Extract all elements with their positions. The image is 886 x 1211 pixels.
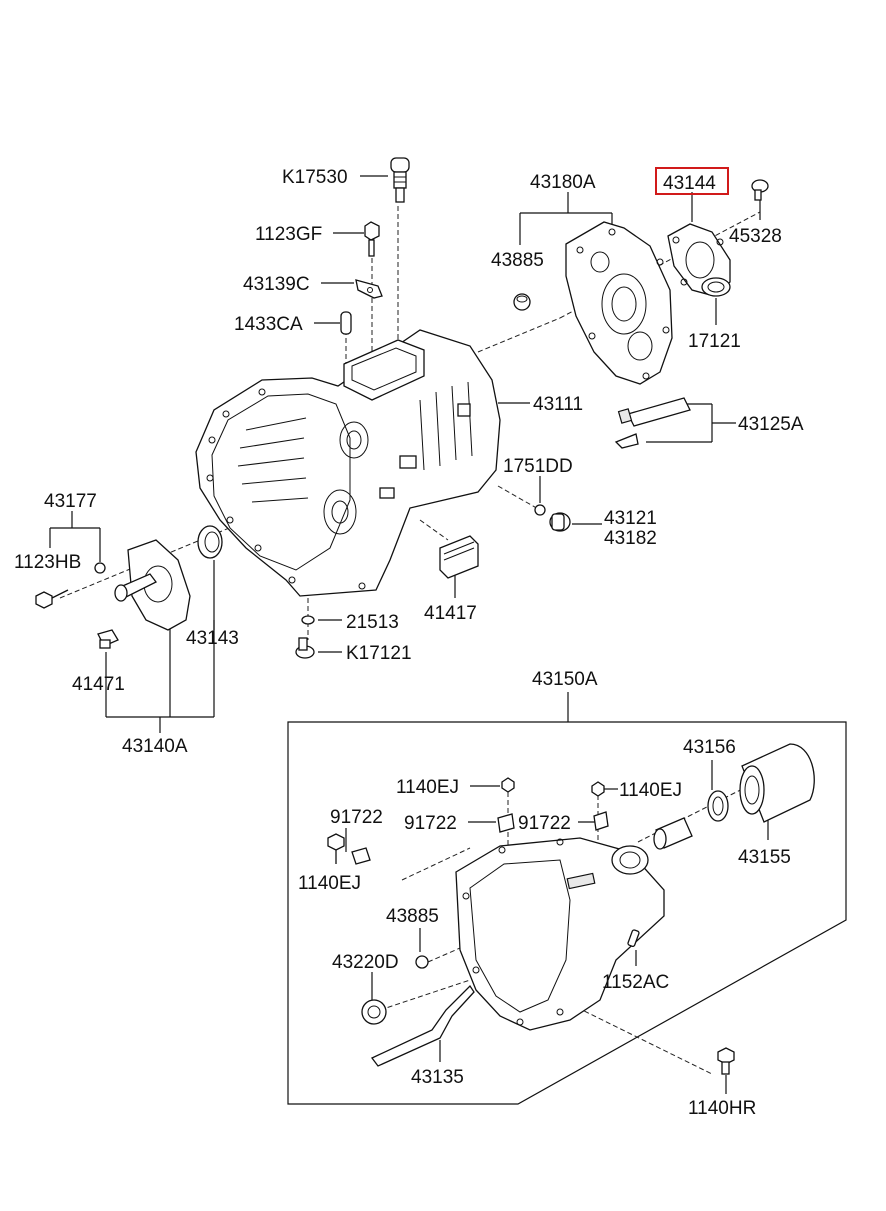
- extension-housing-group-box: [287, 721, 847, 1105]
- bolt-1140ej-b-part: [591, 781, 605, 797]
- pin-1152ac-part: [627, 929, 640, 947]
- part-labels: K17530 1123GF 43139C 1433CA 43180A 43144…: [14, 167, 804, 1119]
- highlight-box-43144: [655, 167, 729, 195]
- drain-plug-part: [549, 512, 571, 532]
- label-43156[interactable]: 43156: [683, 737, 736, 758]
- front-bearing-retainer-part: [114, 539, 191, 631]
- label-21513[interactable]: 21513: [346, 612, 399, 633]
- label-43139c[interactable]: 43139C: [243, 274, 310, 295]
- label-41471[interactable]: 41471: [72, 674, 125, 695]
- label-43125a[interactable]: 43125A: [738, 414, 804, 435]
- label-17121[interactable]: 17121: [688, 331, 741, 352]
- pin-1433ca-part: [340, 311, 352, 335]
- bushing-43220d-part: [361, 999, 387, 1025]
- label-91722-b[interactable]: 91722: [404, 813, 457, 834]
- label-k17530[interactable]: K17530: [282, 167, 348, 188]
- dowel-43885-bottom-part: [415, 955, 429, 969]
- oil-seal-43156-part: [707, 790, 729, 822]
- dust-cover-43155-part: [739, 743, 815, 823]
- label-43885-bottom[interactable]: 43885: [386, 906, 439, 927]
- transmission-case-part: [195, 329, 501, 597]
- label-43143[interactable]: 43143: [186, 628, 239, 649]
- washer-43177-part: [94, 562, 106, 574]
- label-1140ej-b[interactable]: 1140EJ: [619, 780, 682, 801]
- oil-seal-43143-part: [197, 525, 223, 559]
- extension-housing-part: [455, 837, 665, 1031]
- label-91722-c[interactable]: 91722: [518, 813, 571, 834]
- label-43121[interactable]: 43121: [604, 508, 657, 529]
- clip-91722-a-part: [351, 847, 371, 865]
- screw-45328-part: [751, 179, 769, 201]
- label-1123gf[interactable]: 1123GF: [255, 224, 322, 245]
- bolt-k17121-part: [295, 637, 315, 659]
- label-45328[interactable]: 45328: [729, 226, 782, 247]
- label-43155[interactable]: 43155: [738, 847, 791, 868]
- label-1140hr[interactable]: 1140HR: [688, 1098, 756, 1119]
- label-43150a[interactable]: 43150A: [532, 669, 598, 690]
- breather-plug-part: [390, 157, 410, 203]
- sealant-tube-part: [614, 397, 691, 449]
- label-91722-a[interactable]: 91722: [330, 807, 383, 828]
- seal-ring-17121-part: [701, 277, 731, 297]
- label-43182[interactable]: 43182: [604, 528, 657, 549]
- label-1140ej-c[interactable]: 1140EJ: [298, 873, 361, 894]
- label-1152ac[interactable]: 1152AC: [602, 972, 669, 993]
- label-43220d[interactable]: 43220D: [332, 952, 399, 973]
- bracket-43139c-part: [355, 279, 383, 299]
- bolt-1140ej-a-part: [501, 777, 515, 793]
- label-43885-top[interactable]: 43885: [491, 250, 544, 271]
- label-43177[interactable]: 43177: [44, 491, 97, 512]
- o-ring-1751dd-part: [534, 504, 546, 516]
- label-43140a[interactable]: 43140A: [122, 736, 188, 757]
- boot-41417-part: [439, 535, 479, 579]
- switch-41471-part: [97, 629, 119, 649]
- bushing-part: [653, 817, 693, 850]
- dowel-43885-top-part: [513, 293, 531, 311]
- bolt-1140hr-part: [717, 1047, 735, 1075]
- label-1433ca[interactable]: 1433CA: [234, 314, 303, 335]
- intermediate-plate-part: [565, 221, 673, 385]
- label-43135[interactable]: 43135: [411, 1067, 464, 1088]
- label-43144[interactable]: 43144: [663, 173, 716, 194]
- control-lever-43135-part: [370, 984, 475, 1067]
- bolt-1140ej-c-part: [327, 833, 345, 864]
- clip-91722-c-part: [593, 811, 609, 831]
- clip-91722-b-part: [497, 813, 515, 833]
- bolt-1123hb-part: [35, 589, 69, 609]
- label-43111[interactable]: 43111: [533, 394, 583, 415]
- label-1751dd[interactable]: 1751DD: [503, 456, 573, 477]
- label-43180a[interactable]: 43180A: [530, 172, 596, 193]
- washer-21513-part: [301, 615, 315, 625]
- label-1140ej-a[interactable]: 1140EJ: [396, 777, 459, 798]
- label-1123hb[interactable]: 1123HB: [14, 552, 81, 573]
- bolt-1123gf-part: [364, 221, 380, 257]
- label-k17121[interactable]: K17121: [346, 643, 412, 664]
- label-41417[interactable]: 41417: [424, 603, 477, 624]
